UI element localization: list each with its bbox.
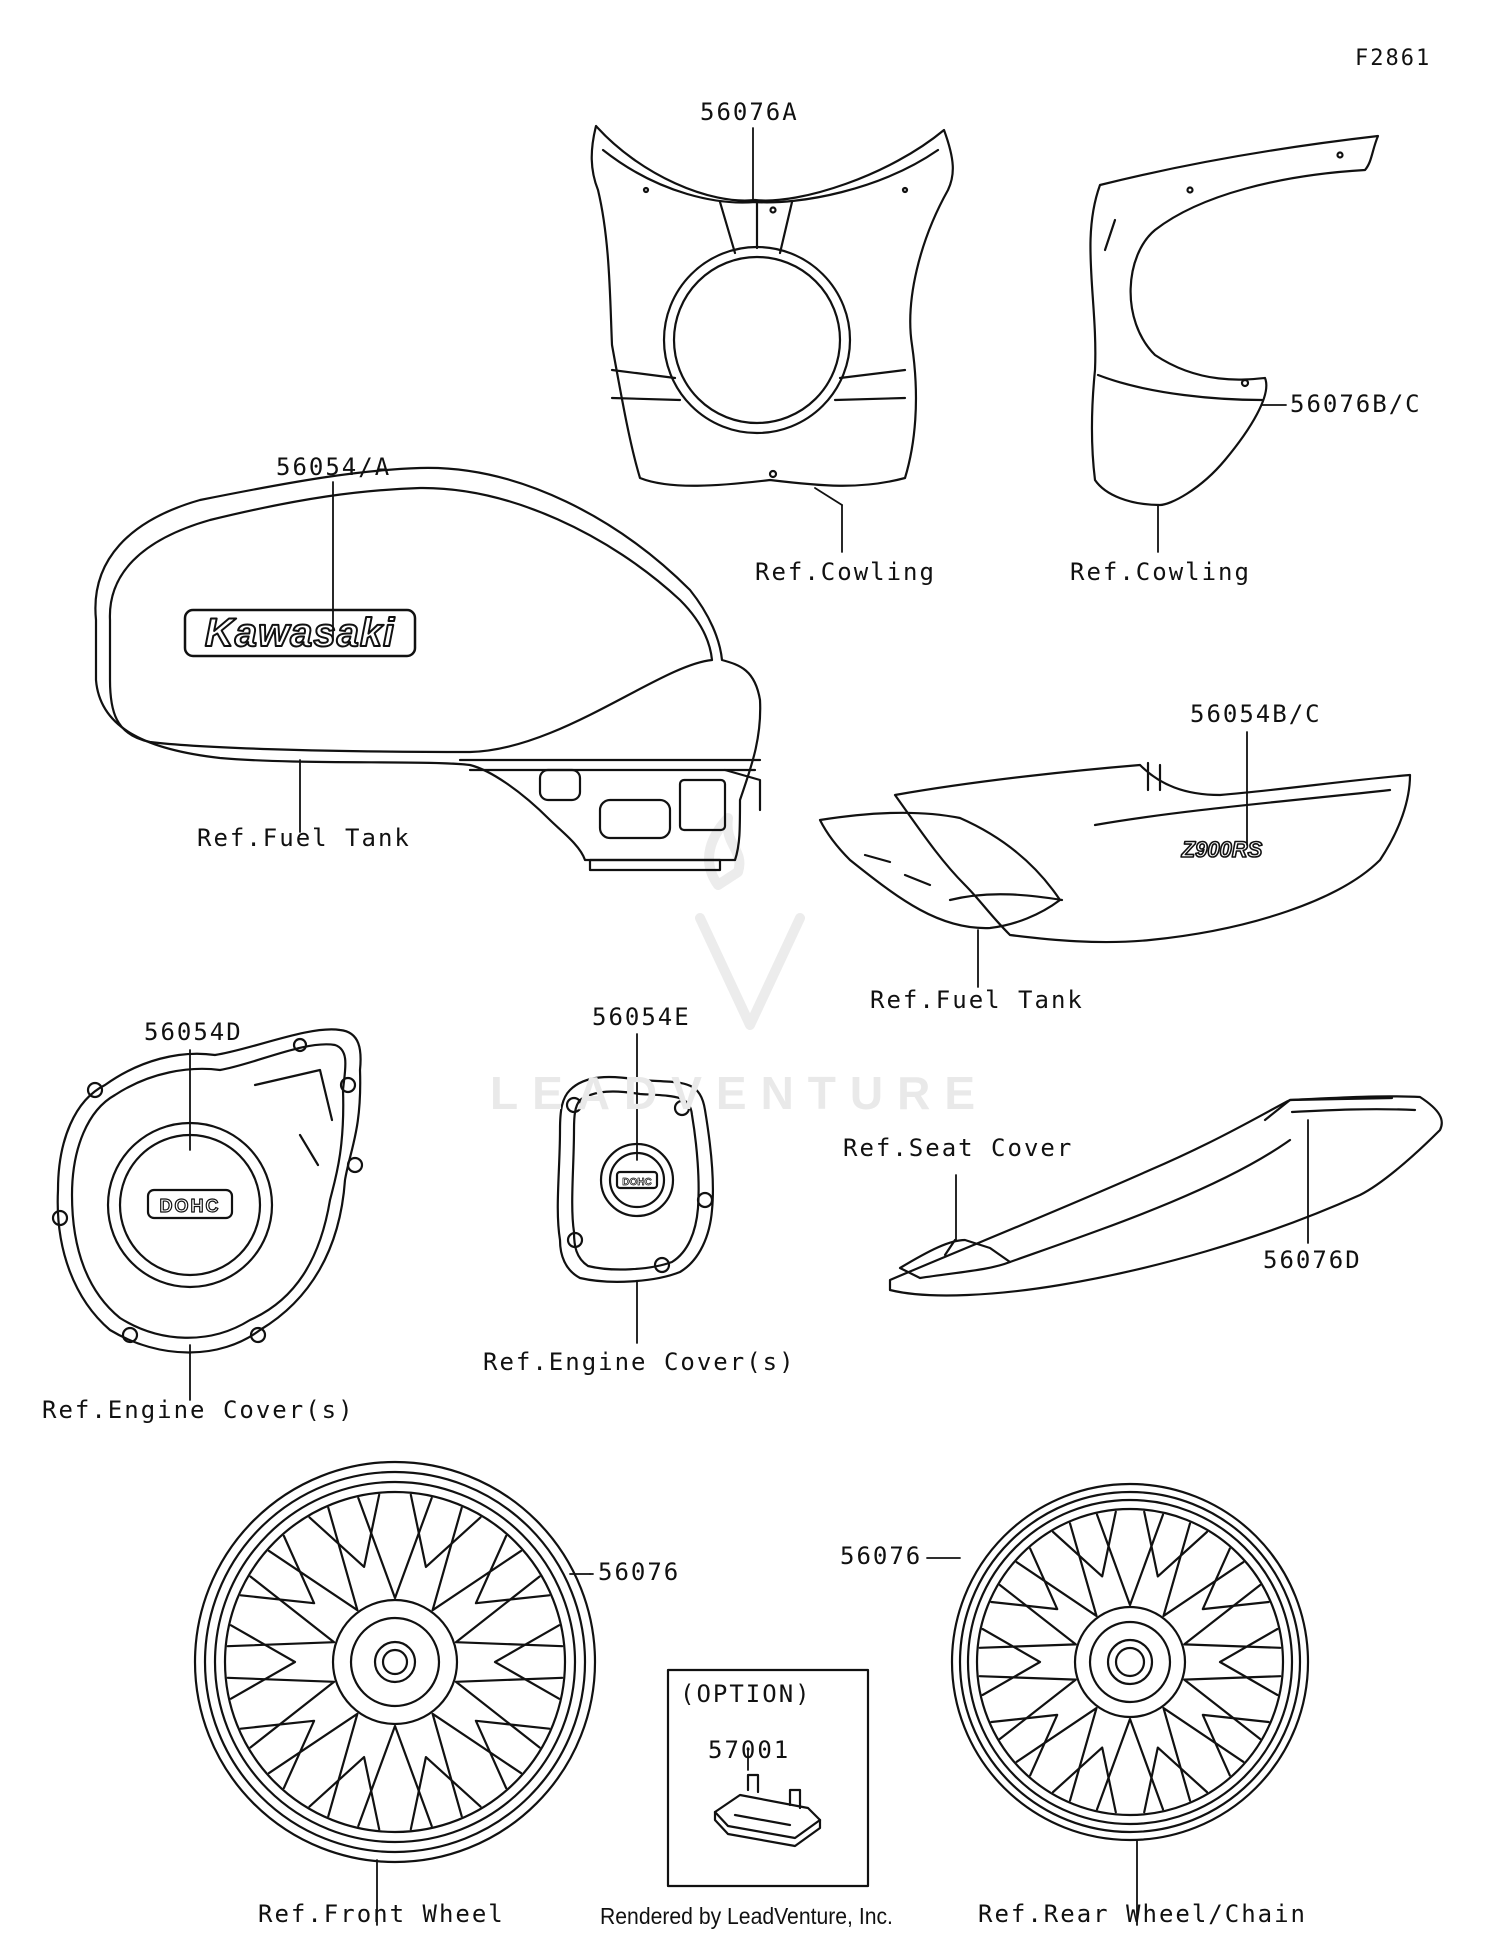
label-56076BC[interactable]: 56076B/C bbox=[1290, 390, 1422, 418]
wheel-spoke bbox=[1162, 1522, 1245, 1617]
wheel-spoke bbox=[1015, 1522, 1098, 1617]
tank-logo-text: Kawasaki bbox=[205, 611, 395, 655]
wheel-spoke bbox=[978, 1584, 1077, 1649]
engine-cover-56054D[interactable]: DOHC bbox=[51, 1028, 364, 1354]
front-wheel[interactable] bbox=[193, 1460, 597, 1864]
wheel-spoke bbox=[1095, 1717, 1165, 1811]
wheel-spoke bbox=[1183, 1584, 1282, 1649]
seat-cover-56076D[interactable] bbox=[888, 1095, 1443, 1297]
label-56054A[interactable]: 56054/A bbox=[276, 453, 392, 481]
label-ref-fuel-tank-2[interactable]: Ref.Fuel Tank bbox=[870, 986, 1084, 1014]
label-ref-rear-wheel[interactable]: Ref.Rear Wheel/Chain bbox=[978, 1900, 1307, 1928]
wheel-spoke bbox=[1162, 1707, 1245, 1802]
wheel-spoke bbox=[357, 1724, 433, 1828]
footer-credit: Rendered by LeadVenture, Inc. bbox=[600, 1903, 893, 1929]
wheel-spoke bbox=[1201, 1713, 1270, 1777]
label-ref-front-wheel[interactable]: Ref.Front Wheel bbox=[258, 1900, 505, 1928]
wheel-spoke bbox=[267, 1506, 359, 1612]
label-56076A[interactable]: 56076A bbox=[700, 98, 799, 126]
wheel-spoke bbox=[308, 1756, 381, 1831]
front-cowling-56076A[interactable] bbox=[590, 124, 954, 487]
wheel-spoke bbox=[409, 1493, 482, 1568]
wheel-spoke bbox=[1015, 1707, 1098, 1802]
wheel-spoke bbox=[1201, 1547, 1270, 1611]
wheel-spoke bbox=[1143, 1510, 1208, 1578]
label-ref-engine-covers-2[interactable]: Ref.Engine Cover(s) bbox=[42, 1396, 355, 1424]
wheel-spoke bbox=[978, 1675, 1077, 1740]
wheel-spoke bbox=[1052, 1510, 1117, 1578]
wheel-spoke bbox=[981, 1627, 1042, 1697]
leader-lines bbox=[189, 127, 1309, 1926]
option-box bbox=[666, 1668, 870, 1888]
label-ref-cowling-1[interactable]: Ref.Cowling bbox=[755, 558, 936, 586]
wheel-spoke bbox=[357, 1496, 433, 1600]
watermark-logo bbox=[695, 813, 805, 1030]
label-ref-fuel-tank-1[interactable]: Ref.Fuel Tank bbox=[197, 824, 411, 852]
watermark-text: LEADVENTURE bbox=[490, 1067, 990, 1119]
model-badge-text: Z900RS bbox=[1181, 837, 1263, 862]
figure-code: F2861 bbox=[1355, 46, 1432, 71]
label-56054D[interactable]: 56054D bbox=[144, 1018, 243, 1046]
fuel-tank-56054A[interactable]: Kawasaki bbox=[94, 466, 762, 872]
label-57001[interactable]: 57001 bbox=[708, 1736, 791, 1764]
wheel-spoke bbox=[229, 1624, 297, 1700]
wheel-spoke bbox=[431, 1506, 523, 1612]
wheel-spoke bbox=[1183, 1675, 1282, 1740]
part-57001-clip[interactable] bbox=[713, 1773, 822, 1848]
wheel-spoke bbox=[1143, 1746, 1208, 1814]
wheel-spoke bbox=[474, 1534, 551, 1605]
label-56076D[interactable]: 56076D bbox=[1263, 1246, 1362, 1274]
wheel-spoke bbox=[990, 1713, 1059, 1777]
wheel-spoke bbox=[409, 1756, 482, 1831]
label-56076-rear[interactable]: 56076 bbox=[840, 1542, 923, 1570]
wheel-spoke bbox=[431, 1712, 523, 1818]
rear-wheel[interactable] bbox=[950, 1482, 1310, 1842]
label-ref-cowling-2[interactable]: Ref.Cowling bbox=[1070, 558, 1251, 586]
label-ref-engine-covers-1[interactable]: Ref.Engine Cover(s) bbox=[483, 1348, 796, 1376]
engine-badge-text: DOHC bbox=[160, 1196, 221, 1216]
wheel-spoke bbox=[493, 1624, 561, 1700]
option-box-title: (OPTION) bbox=[680, 1680, 812, 1708]
label-56076-front[interactable]: 56076 bbox=[598, 1558, 681, 1586]
wheel-spoke bbox=[267, 1712, 359, 1818]
engine-badge-text-small: DOHC bbox=[622, 1177, 651, 1188]
wheel-spoke bbox=[239, 1534, 316, 1605]
label-56054E[interactable]: 56054E bbox=[592, 1003, 691, 1031]
wheel-spoke bbox=[308, 1493, 381, 1568]
label-56054BC[interactable]: 56054B/C bbox=[1190, 700, 1322, 728]
fuel-tank-56054BC[interactable]: Z900RS bbox=[818, 761, 1412, 944]
wheel-spoke bbox=[1218, 1627, 1279, 1697]
wheel-spoke bbox=[1052, 1746, 1117, 1814]
wheel-spoke bbox=[1095, 1513, 1165, 1607]
side-cowling-56076BC[interactable] bbox=[1089, 134, 1380, 507]
wheel-spoke bbox=[990, 1547, 1059, 1611]
label-ref-seat-cover[interactable]: Ref.Seat Cover bbox=[843, 1134, 1074, 1162]
wheel-spoke bbox=[239, 1719, 316, 1790]
wheel-spoke bbox=[474, 1719, 551, 1790]
